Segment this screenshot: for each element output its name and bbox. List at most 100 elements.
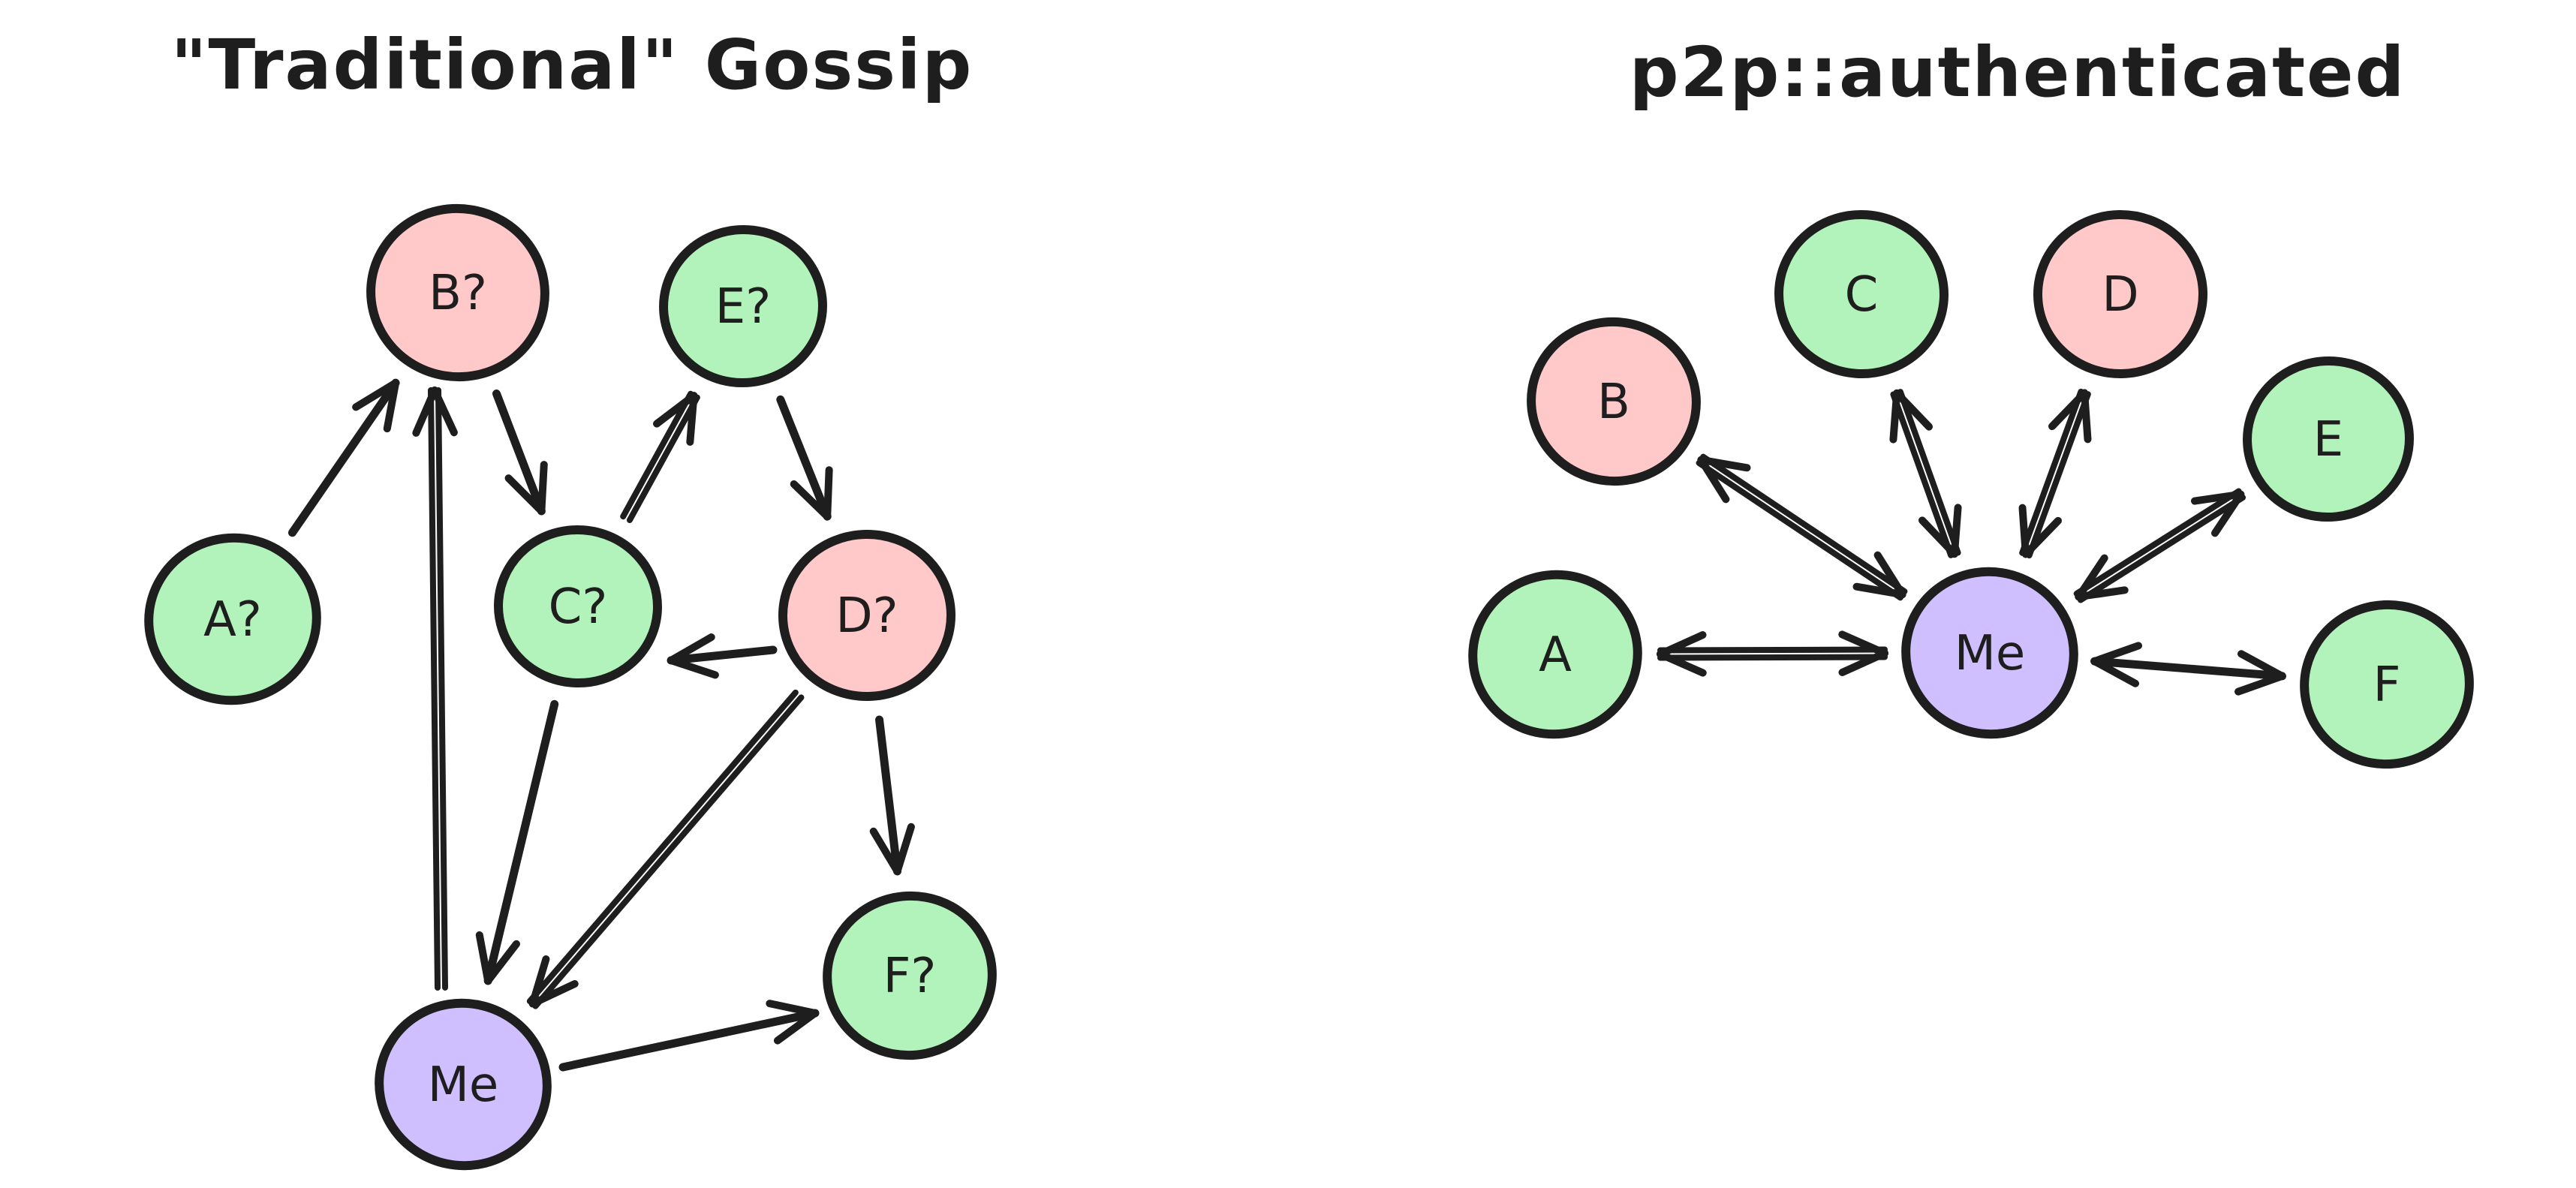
panels-layer: A? B? C? D? E? F? Me A B C DE F Me bbox=[144, 203, 2474, 1171]
node-p2p-authenticated-C: C bbox=[1774, 209, 1949, 379]
arrowhead-barb1 bbox=[2234, 672, 2286, 696]
node-traditional-gossip-C: C? bbox=[494, 525, 662, 688]
edge-Me-F bbox=[558, 1000, 820, 1072]
node-label: E? bbox=[715, 279, 771, 335]
node-circle bbox=[2243, 356, 2414, 522]
node-circle bbox=[1468, 570, 1642, 739]
node-label: A bbox=[1539, 627, 1572, 683]
edge-Me-C bbox=[1889, 389, 1962, 558]
node-label: Me bbox=[1955, 626, 2026, 681]
arrowhead-barb1 bbox=[773, 1009, 819, 1045]
edge-shaft bbox=[2090, 657, 2286, 681]
node-circle bbox=[1774, 209, 1949, 379]
arrowhead-barb1 bbox=[2018, 504, 2030, 558]
node-label: D? bbox=[835, 588, 898, 644]
node-circle bbox=[1527, 317, 1701, 486]
arrowhead-barb0 bbox=[667, 657, 719, 679]
edge-shaft bbox=[1897, 389, 1961, 556]
arrowhead-barb1 bbox=[869, 827, 901, 875]
edge-C-Me bbox=[475, 699, 559, 985]
arrowhead-barb0 bbox=[1656, 650, 1707, 677]
node-traditional-gossip-F: F? bbox=[823, 891, 997, 1060]
edge-Me-B bbox=[1696, 453, 1908, 601]
panel-title-p2p-authenticated: p2p::authenticated bbox=[1630, 32, 2406, 113]
arrowhead-barb1 bbox=[2081, 389, 2092, 444]
edge-shaft bbox=[2078, 494, 2246, 603]
arrowhead-barb0 bbox=[412, 386, 438, 437]
arrowhead-barb0 bbox=[2237, 650, 2286, 680]
edge-Me-B bbox=[412, 386, 458, 991]
node-p2p-authenticated-F: F bbox=[2300, 600, 2474, 769]
node-label: F? bbox=[883, 949, 937, 1004]
edge-shaft bbox=[2073, 488, 2242, 597]
arrowhead-barb1 bbox=[1656, 631, 1707, 658]
edge-shaft bbox=[776, 395, 832, 521]
node-p2p-authenticated-D: D bbox=[2033, 209, 2207, 379]
node-label: A? bbox=[203, 592, 262, 648]
node-circle bbox=[2300, 600, 2474, 769]
arrowhead-barb1 bbox=[1838, 649, 1889, 676]
arrowhead-barb1 bbox=[2090, 642, 2142, 666]
node-circle bbox=[375, 998, 552, 1171]
arrowhead-barb0 bbox=[1697, 456, 1730, 504]
arrowhead-barb1 bbox=[431, 386, 458, 437]
edge-Me-D bbox=[2018, 388, 2092, 559]
arrowhead-barb0 bbox=[1889, 389, 1901, 444]
edge-shaft bbox=[2019, 388, 2084, 556]
arrowhead-barb0 bbox=[2190, 490, 2245, 505]
edge-A-B bbox=[287, 378, 400, 537]
arrowhead-barb1 bbox=[686, 392, 698, 446]
arrowhead-barb0 bbox=[2075, 586, 2129, 601]
node-label: C? bbox=[549, 579, 608, 635]
arrowhead-barb1 bbox=[1697, 456, 1751, 472]
node-circle bbox=[778, 529, 955, 702]
node-label: B? bbox=[429, 266, 487, 321]
arrowhead-barb1 bbox=[475, 931, 492, 985]
node-label: F bbox=[2373, 657, 2401, 713]
edge-shaft bbox=[492, 389, 546, 516]
edge-shaft bbox=[620, 390, 694, 520]
edge-shaft bbox=[1696, 459, 1903, 601]
node-traditional-gossip-Me: Me bbox=[375, 998, 552, 1171]
edge-shaft bbox=[626, 394, 700, 523]
arrowhead-barb0 bbox=[2048, 389, 2089, 431]
edge-shaft bbox=[526, 689, 799, 1005]
node-p2p-authenticated-E: E bbox=[2243, 356, 2414, 522]
node-traditional-gossip-D: D? bbox=[778, 529, 955, 702]
edge-shaft bbox=[287, 378, 400, 537]
node-traditional-gossip-A: A? bbox=[144, 533, 321, 705]
edge-C-E bbox=[620, 390, 700, 523]
arrowhead-barb0 bbox=[352, 379, 400, 411]
node-label: C bbox=[1845, 267, 1879, 323]
node-circle bbox=[144, 533, 321, 705]
node-label: B bbox=[1597, 374, 1630, 430]
edges-traditional-gossip bbox=[287, 378, 915, 1072]
node-circle bbox=[366, 203, 549, 382]
edge-Me-E bbox=[2073, 488, 2246, 603]
node-traditional-gossip-E: E? bbox=[659, 224, 827, 388]
node-label: Me bbox=[428, 1057, 499, 1113]
edge-shaft bbox=[2026, 391, 2091, 559]
edges-p2p-authenticated bbox=[1656, 388, 2286, 696]
arrowhead-barb1 bbox=[1893, 389, 1934, 431]
edge-E-D bbox=[776, 395, 833, 521]
arrowhead-barb0 bbox=[528, 979, 579, 1008]
edge-D-F bbox=[869, 715, 915, 876]
node-p2p-authenticated-B: B bbox=[1527, 317, 1701, 486]
edge-D-Me bbox=[526, 689, 805, 1009]
arrowhead-barb0 bbox=[1950, 504, 1962, 558]
arrowhead-barb0 bbox=[1873, 551, 1906, 599]
edge-shaft bbox=[667, 645, 778, 665]
arrowhead-barb0 bbox=[1838, 630, 1889, 657]
edge-shaft bbox=[532, 694, 805, 1009]
arrowhead-barb0 bbox=[2021, 516, 2063, 558]
arrowhead-barb1 bbox=[528, 955, 550, 1008]
arrowhead-barb1 bbox=[383, 379, 400, 433]
arrowhead-barb1 bbox=[790, 480, 832, 521]
edge-shaft bbox=[1657, 646, 1888, 654]
edge-D-C bbox=[667, 633, 778, 679]
node-circle bbox=[823, 891, 997, 1060]
panel-traditional-gossip: A? B? C? D? E? F? Me bbox=[144, 203, 997, 1171]
arrowhead-barb1 bbox=[667, 633, 715, 664]
